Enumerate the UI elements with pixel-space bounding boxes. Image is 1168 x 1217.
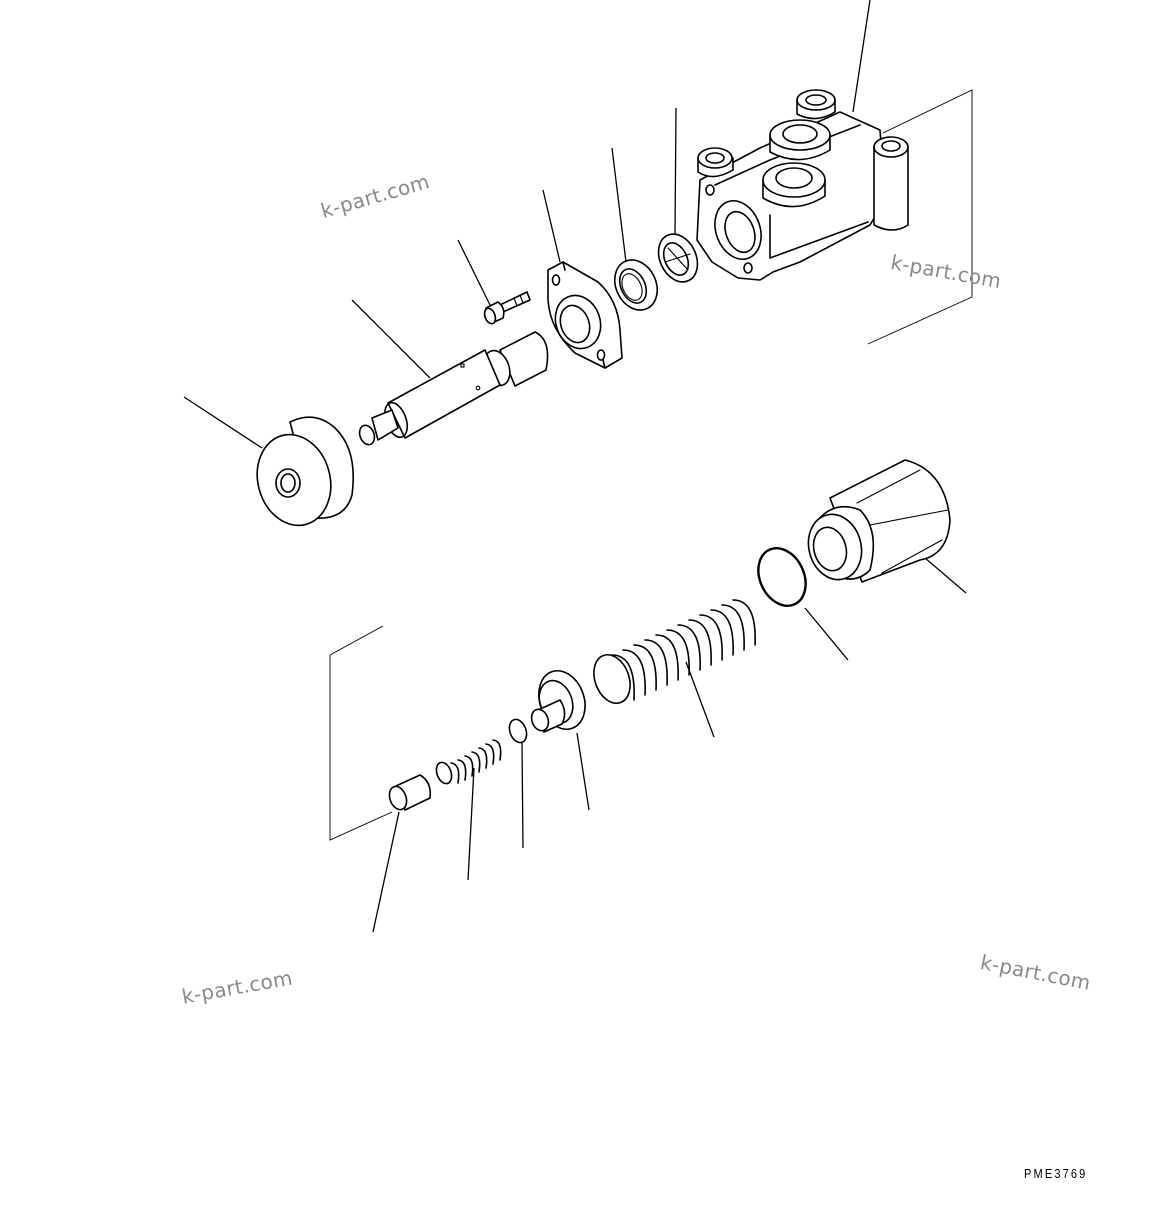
spool	[358, 331, 549, 446]
flange-cover	[547, 261, 623, 369]
spring-small	[435, 739, 502, 785]
drawing-code: PME3769	[1024, 1166, 1088, 1181]
piston	[388, 774, 432, 811]
seal-ring-outer	[657, 233, 699, 283]
plug	[807, 459, 951, 583]
retainer	[530, 670, 586, 733]
leader-lines	[183, 0, 967, 933]
small-bolt	[483, 291, 531, 325]
group-frame-upper-right	[867, 89, 973, 345]
o-ring-large	[757, 547, 807, 607]
seal-ring-inner	[614, 259, 658, 311]
spring-large	[593, 599, 756, 705]
o-ring-small	[508, 718, 528, 744]
valve-body	[696, 89, 909, 281]
end-cap	[256, 416, 355, 527]
group-frame-lower-left	[329, 625, 393, 841]
